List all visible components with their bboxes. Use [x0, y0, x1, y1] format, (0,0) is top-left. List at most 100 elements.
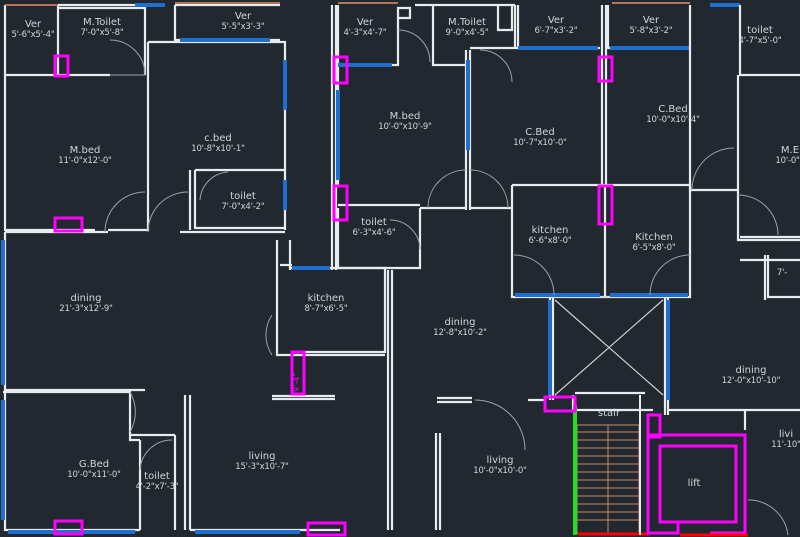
left-unit-windows — [1, 2, 330, 534]
room-name: G.Bed — [78, 459, 110, 470]
room-dims: 4'-7"x5'-0" — [738, 36, 782, 46]
room-dining-3: dining 12'-0"x10'-10" — [721, 365, 781, 387]
room-name: toilet — [747, 25, 773, 36]
room-dims: 6'-5"x8'-0" — [632, 243, 676, 253]
room-name: dining — [70, 293, 102, 304]
room-living-1: living 15'-3"x10'-7" — [235, 451, 289, 473]
room-dims: 4'-3"x4'-7" — [343, 28, 387, 38]
room-dims: 7'-0"x4'-2" — [221, 202, 265, 212]
room-dims: 11'-0"x12'-0" — [58, 156, 112, 166]
center-unit-walls — [336, 3, 692, 530]
room-lift: lift — [688, 479, 701, 489]
room-mbed-3: M.E 10'-0"x — [775, 145, 800, 167]
left-unit-doors — [104, 39, 273, 471]
room-dims: 12'-8"x10'-2" — [433, 328, 487, 338]
room-name: kitchen — [307, 293, 345, 304]
room-dims: 5'-5"x3'-3" — [221, 22, 265, 32]
room-name: living — [486, 455, 514, 466]
room-dims: 8'-7"x6'-5" — [304, 304, 348, 314]
room-dims: 6'-7"x3'-2" — [534, 26, 578, 36]
room-stair: stair — [598, 409, 620, 419]
room-kitchen-1: kitchen 8'-7"x6'-5" — [304, 293, 348, 315]
room-cbed-2: C.Bed 10'-7"x10'-0" — [513, 127, 567, 149]
room-dims: 21'-3"x12'-9" — [59, 304, 113, 314]
room-dims: 10'-0"x10'-4" — [646, 115, 700, 125]
room-toilet-4: toilet 6'-3"x4'-6" — [352, 217, 396, 239]
room-name: dining — [735, 365, 767, 376]
room-partial-1: 7'- — [777, 268, 787, 278]
room-dims: 15'-3"x10'-7" — [235, 462, 289, 472]
room-living-2: living 10'-0"x10'-0" — [473, 455, 527, 477]
room-living-3: livi 11'-10" — [771, 429, 800, 451]
room-dims: 7'-0"x5'-8" — [80, 28, 124, 38]
room-dims: 5'-6"x5'-4" — [11, 30, 55, 40]
room-name: dining — [444, 317, 476, 328]
room-dims: 5'-8"x3'-2" — [629, 26, 673, 36]
right-unit-walls — [668, 5, 800, 430]
room-dims: 10'-0"x — [775, 156, 800, 166]
room-name: toilet — [144, 471, 170, 482]
room-ver-4: Ver 6'-7"x3'-2" — [534, 15, 578, 37]
room-dims: 4'-2"x7'-3" — [135, 482, 179, 492]
right-unit-doors — [691, 147, 789, 536]
room-dims: 10'-0"x11'-0" — [67, 470, 121, 480]
room-ver-5: Ver 5'-8"x3'-2" — [629, 15, 673, 37]
lift — [646, 433, 748, 537]
room-name: stair — [597, 408, 621, 419]
room-toilet-2: toilet 4'-2"x7'-3" — [135, 471, 179, 493]
room-name: C.Bed — [658, 104, 688, 115]
stair — [573, 395, 650, 536]
room-kitchen-2: kitchen 6'-6"x8'-0" — [528, 225, 572, 247]
room-name: toilet — [230, 191, 256, 202]
room-dims: 11'-10" — [771, 440, 800, 450]
room-name: M.E — [780, 145, 800, 156]
room-dims: 10'-7"x10'-0" — [513, 138, 567, 148]
center-unit-windows — [336, 2, 740, 400]
room-dims: 12'-0"x10'-10" — [721, 376, 781, 386]
room-name: Ver — [24, 19, 42, 30]
center-unit-doors — [389, 29, 691, 451]
room-mbed-1: M.bed 11'-0"x12'-0" — [58, 145, 112, 167]
room-dims: 10'-0"x10'-9" — [378, 122, 432, 132]
room-toilet-3: toilet 4'-7"x5'-0" — [738, 25, 782, 47]
column-dimension-label: 9'-4" — [292, 373, 301, 392]
room-name: lift — [687, 478, 701, 489]
room-dims: 6'-6"x8'-0" — [528, 236, 572, 246]
room-name: C.Bed — [525, 127, 555, 138]
room-name: Ver — [642, 15, 660, 26]
room-dining-2: dining 12'-8"x10'-2" — [433, 317, 487, 339]
room-name: living — [248, 451, 276, 462]
room-name: kitchen — [531, 225, 569, 236]
room-name: c.bed — [204, 133, 232, 144]
room-dims: 10'-0"x10'-0" — [473, 466, 527, 476]
room-name: Kitchen — [635, 232, 673, 243]
room-mbed-2: M.bed 10'-0"x10'-9" — [378, 111, 432, 133]
room-cbed-1: c.bed 10'-8"x10'-1" — [191, 133, 245, 155]
room-toilet-1: toilet 7'-0"x4'-2" — [221, 191, 265, 213]
room-name: Ver — [234, 11, 252, 22]
room-name: Ver — [356, 17, 374, 28]
columns — [53, 54, 662, 537]
room-mtoilet-1: M.Toilet 7'-0"x5'-8" — [80, 17, 124, 39]
room-dims: 10'-8"x10'-1" — [191, 144, 245, 154]
room-ver-1: Ver 5'-6"x5'-4" — [11, 19, 55, 41]
room-dims: 7'- — [776, 268, 788, 278]
room-name: Ver — [547, 15, 565, 26]
room-mtoilet-2: M.Toilet 9'-0"x4'-5" — [445, 17, 489, 39]
room-name: livi — [778, 429, 794, 440]
room-dims: 6'-3"x4'-6" — [352, 228, 396, 238]
room-dims: 9'-0"x4'-5" — [445, 28, 489, 38]
room-name: M.Toilet — [448, 17, 486, 28]
room-cbed-3: C.Bed 10'-0"x10'-4" — [646, 104, 700, 126]
room-dining-1: dining 21'-3"x12'-9" — [59, 293, 113, 315]
room-name: M.Toilet — [83, 17, 121, 28]
room-ver-2: Ver 5'-5"x3'-3" — [221, 11, 265, 33]
room-name: toilet — [361, 217, 387, 228]
room-gbed-1: G.Bed 10'-0"x11'-0" — [67, 459, 121, 481]
room-name: M.bed — [69, 145, 101, 156]
room-ver-3: Ver 4'-3"x4'-7" — [343, 17, 387, 39]
room-kitchen-3: Kitchen 6'-5"x8'-0" — [632, 232, 676, 254]
room-name: M.bed — [389, 111, 421, 122]
